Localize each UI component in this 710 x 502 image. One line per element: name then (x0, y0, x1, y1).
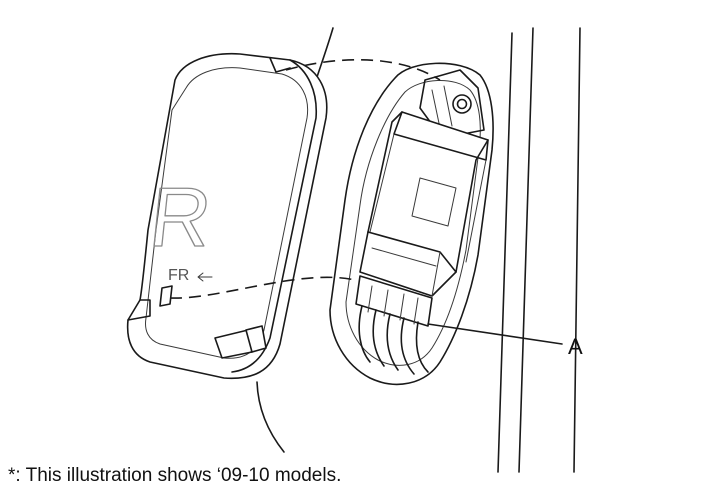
alignment-line-lower (169, 276, 356, 299)
mounting-recess (329, 62, 494, 385)
cover-marking-fr: FR (168, 267, 189, 284)
alignment-line-upper (285, 58, 441, 81)
module-connector (355, 275, 433, 375)
sensor-cover (126, 52, 328, 380)
footnote-text: *: This illustration shows ‘09-10 models… (8, 465, 342, 486)
pillar-trim (497, 27, 581, 473)
callout-leader-a (427, 323, 563, 345)
sensor-module (359, 111, 489, 297)
wire-harness-lower (256, 381, 285, 453)
callout-label-a: A (568, 334, 583, 359)
bolt-bracket (419, 69, 485, 139)
arrow-left-icon (197, 272, 213, 282)
wire-harness-upper (315, 27, 334, 81)
cover-letter-r: R (145, 170, 216, 264)
